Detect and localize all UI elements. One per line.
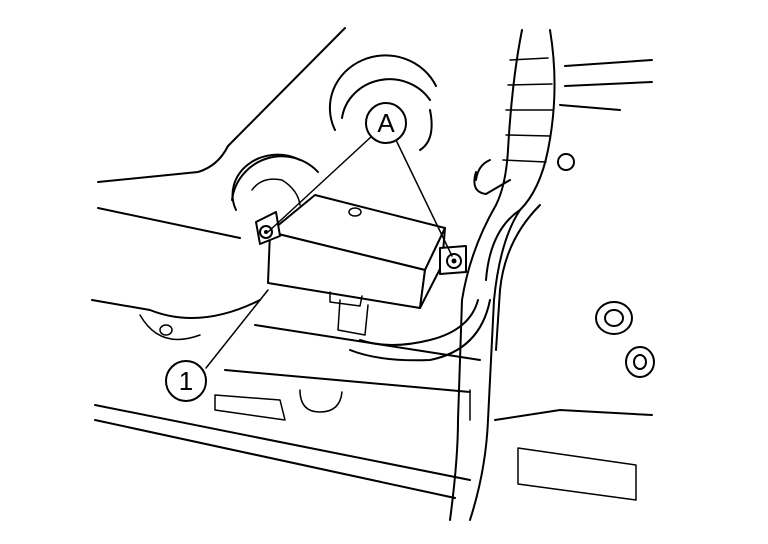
leader-line	[395, 139, 453, 257]
mounting-bolt	[255, 211, 281, 245]
callout-1-label: 1	[179, 366, 193, 396]
body-hole	[557, 153, 575, 171]
callout-a-label: A	[377, 108, 395, 138]
body-hole	[625, 346, 655, 378]
callout-a: A	[365, 102, 407, 144]
wiring-harness	[337, 29, 556, 521]
body-hole	[595, 301, 633, 335]
callout-1: 1	[165, 360, 207, 402]
control-unit	[267, 194, 446, 309]
mounting-boss	[328, 54, 437, 151]
leader-line	[267, 135, 373, 233]
mounting-boss	[231, 153, 319, 211]
mounting-bolt	[439, 245, 467, 275]
leader-line	[205, 289, 269, 369]
